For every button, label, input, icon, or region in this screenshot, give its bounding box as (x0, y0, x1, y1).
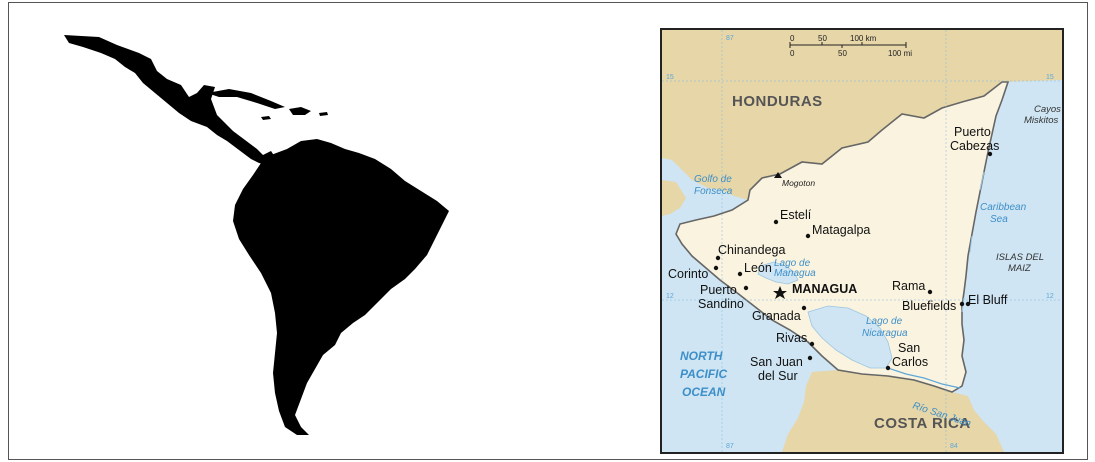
ocean-label-1: NORTH (680, 349, 723, 363)
el-bluff-dot (965, 301, 971, 307)
golfo-label-1: Golfo de (694, 174, 732, 185)
mogoton-label: Mogoton (782, 178, 815, 188)
san-carlos-dot (885, 365, 891, 371)
puerto-cabezas-dot (987, 151, 993, 157)
puerto-sandino-label-2: Sandino (698, 297, 744, 311)
lat-15-left: 15 (666, 74, 674, 81)
rivas-label: Rivas (776, 331, 807, 345)
puerto-rico-shape (319, 112, 328, 116)
granada-dot (801, 305, 807, 311)
nicaragua-map-panel: 87 87 84 15 15 12 12 0 50 100 km 0 50 10… (660, 28, 1064, 454)
jamaica-shape (261, 116, 271, 120)
city-markers (713, 151, 993, 371)
latin-america-silhouette (64, 35, 449, 435)
el-bluff-label: El Bluff (968, 293, 1008, 307)
svg-text:50: 50 (818, 34, 827, 43)
caribbean-label-1: Caribbean (980, 202, 1027, 213)
svg-text:100 mi: 100 mi (888, 49, 912, 58)
mogoton-peak-icon (774, 172, 782, 178)
san-carlos-label-1: San (898, 341, 920, 355)
managua-capital-star-icon (773, 286, 787, 299)
bluefields-label: Bluefields (902, 299, 956, 313)
costa-rica-label: COSTA RICA (874, 415, 971, 432)
ocean-label-3: OCEAN (682, 385, 726, 399)
scale-bar: 0 50 100 km 0 50 100 mi (789, 34, 912, 58)
lon-87-top: 87 (726, 35, 734, 42)
lon-84-bottom: 84 (950, 443, 958, 450)
cayos-label-1: Cayos (1034, 104, 1061, 115)
costa-rica-land (782, 370, 1004, 452)
lago-nicaragua-label-2: Nicaragua (862, 328, 908, 339)
islas-label-1: ISLAS DEL (996, 252, 1044, 263)
cayos-label-2: Miskitos (1024, 115, 1059, 126)
chinandega-dot (715, 255, 721, 261)
rivas-dot (809, 341, 815, 347)
rama-dot (927, 289, 933, 295)
san-juan-label-2: del Sur (758, 369, 798, 383)
puerto-cabezas-label-1: Puerto (954, 125, 991, 139)
lat-12-left: 12 (666, 293, 674, 300)
esteli-label: Estelí (780, 208, 812, 222)
lago-managua-label-1: Lago de (774, 258, 811, 269)
lago-managua-label-2: Managua (774, 268, 816, 279)
chinandega-label: Chinandega (718, 243, 785, 257)
corinto-label: Corinto (668, 267, 708, 281)
figure-frame: 87 87 84 15 15 12 12 0 50 100 km 0 50 10… (8, 2, 1088, 460)
rama-label: Rama (892, 279, 925, 293)
granada-label: Granada (752, 309, 801, 323)
golfo-label-2: Fonseca (694, 186, 733, 197)
ocean-label-2: PACIFIC (680, 367, 727, 381)
svg-text:0: 0 (790, 49, 795, 58)
el-salvador-land (662, 180, 686, 216)
latin-america-silhouette-panel (39, 23, 469, 443)
honduras-label: HONDURAS (732, 93, 823, 110)
honduras-land (662, 30, 1062, 200)
svg-text:50: 50 (838, 49, 847, 58)
corinto-dot (713, 265, 719, 271)
san-juan-label-1: San Juan (750, 355, 803, 369)
rio-san-juan (887, 367, 961, 389)
hispaniola-shape (289, 107, 311, 115)
caribbean-label-2: Sea (990, 214, 1008, 225)
san-juan-dot (807, 355, 813, 361)
matagalpa-label: Matagalpa (812, 223, 870, 237)
lago-de-nicaragua (807, 305, 893, 369)
matagalpa-dot (805, 233, 811, 239)
san-carlos-label-2: Carlos (892, 355, 928, 369)
lago-nicaragua-label-1: Lago de (866, 316, 903, 327)
esteli-dot (773, 219, 779, 225)
puerto-sandino-label-1: Puerto (700, 283, 737, 297)
leon-dot (737, 271, 743, 277)
puerto-cabezas-label-2: Cabezas (950, 139, 999, 153)
mexico-central-america-shape (64, 35, 275, 165)
lago-de-managua (757, 261, 799, 285)
south-america-shape (233, 139, 449, 435)
islas-label-2: MAIZ (1008, 263, 1032, 274)
nicaragua-map: 87 87 84 15 15 12 12 0 50 100 km 0 50 10… (662, 30, 1062, 452)
lon-87-bottom: 87 (726, 443, 734, 450)
bluefields-dot (959, 301, 965, 307)
svg-text:0: 0 (790, 34, 795, 43)
lat-12-right: 12 (1046, 293, 1054, 300)
svg-text:100 km: 100 km (850, 34, 877, 43)
managua-label: MANAGUA (792, 282, 857, 296)
cuba-shape (207, 89, 285, 109)
leon-label: León (744, 261, 772, 275)
puerto-sandino-dot (743, 285, 749, 291)
graticule (662, 30, 1062, 452)
lat-15-right: 15 (1046, 74, 1054, 81)
